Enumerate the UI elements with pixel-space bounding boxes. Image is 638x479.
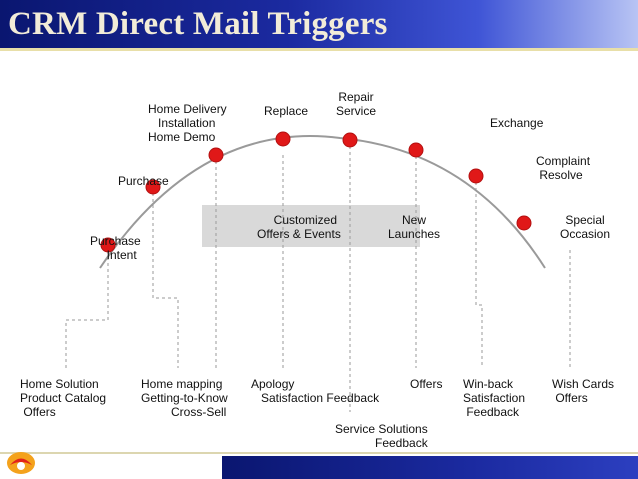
dot-purchase-intent bbox=[100, 237, 116, 253]
highlight-box bbox=[202, 205, 420, 247]
dot-purchase bbox=[145, 179, 161, 195]
connector-purchase bbox=[152, 187, 179, 368]
mailer-apology: Apology Satisfaction Feedback bbox=[251, 377, 380, 405]
dot-special bbox=[516, 215, 532, 231]
dot-replace bbox=[275, 131, 291, 147]
dot-repair bbox=[342, 132, 358, 148]
label-new-launches: New Launches bbox=[388, 213, 441, 241]
mailer-wish-cards: Wish Cards Offers bbox=[552, 377, 615, 405]
footer-bar bbox=[222, 456, 638, 479]
mailer-win-back: Win-back Satisfaction Feedback bbox=[463, 377, 526, 419]
label-home-delivery: Home Delivery Installation Home Demo bbox=[148, 102, 227, 144]
mailer-service-solutions: Service Solutions Feedback bbox=[335, 422, 428, 450]
lifecycle-arc bbox=[99, 135, 546, 269]
footer-rule bbox=[0, 452, 638, 454]
label-purchase: Purchase bbox=[118, 174, 169, 188]
mailer-home-mapping: Home mapping Getting-to-Know Cross-Sell bbox=[141, 377, 228, 419]
mailer-home-solution: Home Solution Product Catalog Offers bbox=[20, 377, 107, 419]
label-special-occasion: Special Occasion bbox=[560, 213, 611, 241]
dot-exchange bbox=[408, 142, 424, 158]
connector-purchase-intent bbox=[65, 245, 109, 368]
page-title: CRM Direct Mail Triggers bbox=[8, 6, 388, 42]
dot-complaint bbox=[468, 168, 484, 184]
dot-home-delivery bbox=[208, 147, 224, 163]
connector-exchange bbox=[475, 176, 483, 368]
label-customized-offers: Customized Offers & Events bbox=[257, 213, 341, 241]
company-logo bbox=[7, 452, 35, 474]
mailer-offers: Offers bbox=[410, 377, 443, 391]
label-purchase-intent: Purchase Intent bbox=[90, 234, 141, 262]
label-replace: Replace bbox=[264, 104, 309, 118]
title-bar bbox=[0, 0, 638, 48]
label-repair-service: Repair Service bbox=[336, 90, 377, 118]
label-complaint-resolve: Complaint Resolve bbox=[536, 154, 591, 182]
label-exchange: Exchange bbox=[490, 116, 544, 130]
title-underline bbox=[0, 48, 638, 51]
